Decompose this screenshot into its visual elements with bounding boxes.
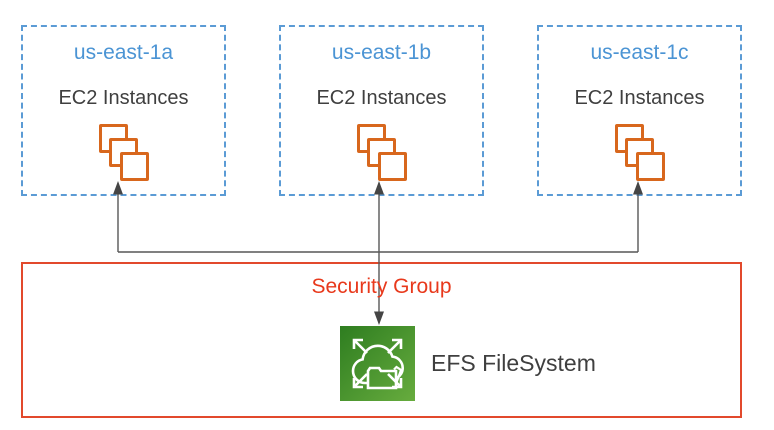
- file-flap-icon: [393, 365, 403, 385]
- ec2-instances-icon: [98, 124, 149, 181]
- efs-filesystem-icon: [340, 326, 415, 401]
- az-label: us-east-1c: [590, 41, 689, 64]
- ec2-instances-label: EC2 Instances: [58, 87, 189, 109]
- ec2-instances-icon: [614, 124, 665, 181]
- efs-filesystem: EFS FileSystem: [340, 326, 596, 401]
- efs-filesystem-label: EFS FileSystem: [431, 350, 596, 376]
- az-box-us-east-1b: us-east-1b EC2 Instances: [279, 25, 484, 196]
- folder-icon: [366, 366, 398, 390]
- ec2-instances-icon: [356, 124, 407, 181]
- efs-icon-background: [340, 326, 415, 401]
- security-group-box: Security Group: [21, 262, 742, 418]
- az-box-us-east-1a: us-east-1a EC2 Instances: [21, 25, 226, 196]
- az-label: us-east-1a: [73, 41, 174, 64]
- ec2-square-icon: [377, 152, 407, 181]
- security-group-label: Security Group: [311, 275, 452, 298]
- az-box-us-east-1c: us-east-1c EC2 Instances: [537, 25, 742, 196]
- ec2-instances-label: EC2 Instances: [316, 87, 447, 109]
- az-label: us-east-1b: [331, 41, 432, 64]
- ec2-instances-label: EC2 Instances: [574, 87, 705, 109]
- ec2-square-icon: [635, 152, 665, 181]
- ec2-square-icon: [119, 152, 149, 181]
- cloud-icon: [351, 344, 405, 385]
